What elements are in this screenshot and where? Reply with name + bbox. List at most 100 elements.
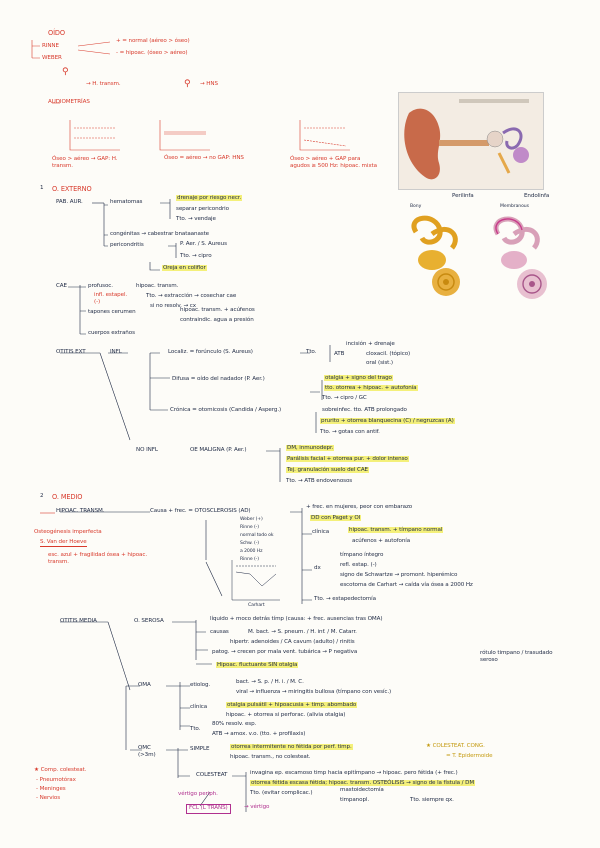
- membranous-label: Membranous: [500, 204, 529, 209]
- localiz: Localiz. = forúnculo (S. Aureus): [168, 349, 253, 355]
- colesteat-label: COLESTEAT: [196, 772, 228, 778]
- simple-1: otorrea intermitente no fétida por perf.…: [230, 744, 353, 750]
- otosclerosis-freq: + frec. en mujeres, peor con embarazo: [306, 504, 413, 510]
- otitis-ext: OTITIS EXT: [56, 349, 86, 355]
- tto2-2: ATB → amox. v.o. (tto. + profilaxis): [212, 731, 306, 737]
- colesteat-3: Tto. (evitar complicac.): [250, 790, 313, 796]
- pericondritis-3: Oreja en coliflor: [162, 265, 207, 271]
- perilinfa-label: Perilinfa: [452, 193, 474, 199]
- comp-3: - Nervios: [36, 795, 61, 801]
- localiz-tto: Tto.: [306, 349, 317, 355]
- cae-profusoc: profusoc.: [88, 283, 113, 289]
- rinne-negative: - = hipoac. (óseo > aéreo): [116, 50, 188, 56]
- comp-2: - Meninges: [36, 786, 66, 792]
- audiometry-1: Óseo > aéreo → GAP: H. transm.: [52, 156, 118, 169]
- van-der-hoeve-1: esc. azul + fragilidad ósea + hipoac. tr…: [48, 552, 148, 566]
- cae-prof-2: Tto. → extracción → cosechar cae: [146, 293, 237, 299]
- colesteat-1: invagina ep. escamoso timp hacia epitímp…: [250, 770, 458, 776]
- oe-maligna: OE MALIGNA (P. Aer.): [190, 447, 247, 453]
- fcl-label: FCL (L TRANS): [186, 804, 231, 814]
- cuerpos-extranos: cuerpos extraños: [88, 330, 135, 336]
- weber-item-0: Weber (+): [240, 517, 263, 522]
- bony-labyrinth-icon: [411, 215, 460, 296]
- oma-label: OMA: [138, 682, 151, 688]
- congenitas: congénitas → cabestrar bnataanaste: [110, 231, 210, 237]
- colesteat-cong: ★ COLESTEAT. CONG.: [426, 743, 485, 749]
- weber-item-4: a 2000 Hz: [240, 549, 263, 554]
- ear-cross-section-icon: [404, 99, 529, 180]
- serosa-3: hipertr. adenoides / CA cavum (adulto) /…: [230, 639, 355, 645]
- cae-prof-3: si no resolv. → cx: [150, 303, 196, 309]
- maligna-2: Parálisis facial + otorrea pur. + dolor …: [286, 456, 409, 462]
- infl-label: INFL: [110, 349, 122, 355]
- bony-label: Bony: [410, 204, 422, 209]
- omc-label: OMC (>3m): [138, 745, 156, 759]
- clinica-label: clínica: [312, 529, 330, 535]
- otosclerosis-tto: Tto. → estapedectomía: [314, 596, 376, 602]
- localiz-1: incisión + drenaje: [346, 341, 395, 347]
- colesteat-4: mastoidectomía: [340, 787, 384, 793]
- weber-item-3: Schw. (-): [240, 541, 259, 546]
- clinica2-label: clínica: [190, 704, 208, 710]
- etiologia-label: etiolog.: [190, 682, 211, 688]
- weber-item-1: Rinne (-): [240, 525, 259, 530]
- otosclerosis: Causa + frec. = OTOSCLEROSIS (AD): [150, 508, 251, 514]
- localiz-3: cloxacil. (tópico): [366, 351, 411, 357]
- dx-4: escotoma de Carhart → caída vía ósea a 2…: [340, 582, 473, 588]
- cae-label: CAE: [56, 283, 67, 289]
- serosa-causas: causas: [210, 629, 229, 635]
- difusa: Difusa = oído del nadador (P. Aer.): [172, 376, 265, 382]
- endolinfa-label: Endolinfa: [524, 193, 550, 199]
- difusa-1: otalgia + signo del trago: [324, 375, 393, 381]
- otitis-media: OTITIS MEDIA: [60, 618, 97, 624]
- dx-1: tímpano íntegro: [340, 552, 384, 558]
- cronica-2: prurito + otorrea blanquecina (C) / negr…: [320, 418, 455, 424]
- serosa-5: rótulo timpano / trasudado seroso: [480, 650, 553, 663]
- maligna-4: Tto. → ATB endovenosos: [286, 478, 353, 484]
- colesteat-2: otorrea fétida escasa fétida; hipoac. tr…: [250, 780, 476, 786]
- externo-title: O. EXTERNO: [52, 185, 92, 193]
- hipoac-transm: HIPOAC. TRANSM.: [56, 508, 105, 514]
- weber-hns: → HNS: [200, 81, 218, 87]
- section-number-1: 1: [40, 185, 44, 191]
- fcl-vertigo: → vértigo: [244, 804, 270, 810]
- dx-3: signo de Schwartze → promont. hiperémico: [340, 572, 458, 578]
- maligna-1: DM, inmunodepr.: [286, 445, 335, 451]
- weber-label: WEBER: [42, 55, 62, 61]
- hematoma-1: drenaje por riesgo necr.: [176, 195, 243, 201]
- vertigo-label: vértigo periph.: [178, 791, 218, 797]
- medio-title: O. MEDIO: [52, 493, 83, 501]
- simple-2: hipoac. transm., no colesteat.: [230, 754, 311, 760]
- ear-anatomy-illustration: [398, 92, 544, 190]
- tapones-2: contraindic. agua a presión: [180, 317, 254, 323]
- weber-left-icon: ⚲: [62, 67, 69, 77]
- hematoma-3: Tto. → vendaje: [176, 216, 216, 222]
- localiz-2: ATB: [334, 351, 345, 357]
- bony-labyrinth-illustration: [396, 212, 474, 304]
- clinica-2: acúfenos + autofonía: [352, 538, 411, 544]
- clinica-1: hipoac. transm. + tímpano normal: [348, 527, 444, 533]
- hematomas: hematomas: [110, 199, 143, 205]
- carhart-annotation: Carhart: [248, 603, 265, 608]
- clinica2-1: otalgia pulsátil + hipoacusia + timp. ab…: [226, 702, 358, 708]
- serosa-4: patog. → crecen por mala vent. tubárica …: [212, 649, 358, 655]
- comp-colesteat: ★ Comp. colesteat.: [34, 767, 87, 773]
- tto2-1: 80% resolv. esp.: [212, 721, 257, 727]
- tapones: tapones cerumen: [88, 309, 136, 315]
- tto2-label: Tto.: [190, 726, 201, 732]
- tapones-1: hipoac. transm. + acúfenos: [180, 307, 255, 313]
- van-der-hoeve: S. Van der Hoeve: [40, 539, 87, 547]
- osteogenesis: Osteogénesis imperfecta: [34, 529, 102, 535]
- weber-item-5: Rinne (-): [240, 557, 259, 562]
- simple-label: SIMPLE: [190, 746, 210, 752]
- rinne-positive: + = normal (aéreo > óseo): [116, 38, 190, 44]
- colesteat-5: timpanopl.: [340, 797, 370, 803]
- etiologia-2: viral → influenza → miringitis bullosa (…: [236, 689, 392, 695]
- serosa-1: líquido + moco detrás tímp (causa: + fre…: [210, 616, 383, 622]
- comp-1: - Pneumotórax: [36, 777, 76, 783]
- membranous-labyrinth-icon: [493, 216, 547, 299]
- audiometrias-label: AUDIOMETRÍAS: [48, 99, 90, 105]
- dx-label: dx: [314, 565, 321, 571]
- cae-infl: infl. estapel. (-): [94, 292, 128, 305]
